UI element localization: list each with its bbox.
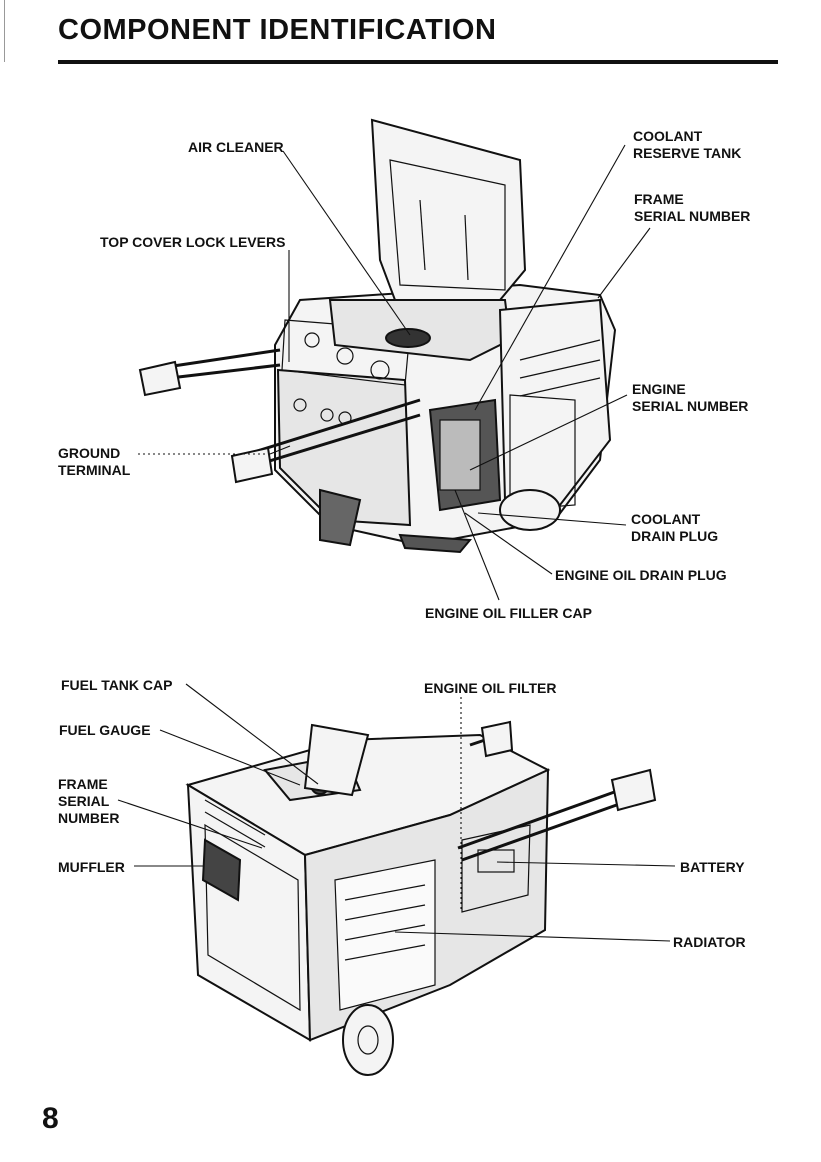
label-coolant-reserve-tank-line1: COOLANT [633,128,703,144]
label-frame-serial-number-line2: SERIAL NUMBER [634,208,751,224]
label-top-cover-lock-levers: TOP COVER LOCK LEVERS [100,234,286,250]
label-engine-serial-number-line1: ENGINE [632,381,686,397]
generator-top-view-drawing [138,118,617,554]
page-number: 8 [42,1102,59,1135]
label-engine-serial-number-line2: SERIAL NUMBER [632,398,749,414]
label-frame-serial-number-bottom-line1: FRAME [58,776,108,792]
label-ground-terminal-line1: GROUND [58,445,121,461]
margin-rule [4,0,5,62]
page-title: COMPONENT IDENTIFICATION [58,14,497,46]
label-coolant-drain-plug-line1: COOLANT [631,511,701,527]
label-air-cleaner: AIR CLEANER [188,139,284,155]
title-rule [58,60,778,64]
label-engine-oil-drain-plug: ENGINE OIL DRAIN PLUG [555,567,727,583]
label-radiator: RADIATOR [673,934,746,950]
label-muffler: MUFFLER [58,859,125,875]
label-battery: BATTERY [680,859,745,875]
label-fuel-gauge: FUEL GAUGE [59,722,151,738]
label-frame-serial-number-bottom-line3: NUMBER [58,810,120,826]
label-coolant-reserve-tank-line2: RESERVE TANK [633,145,742,161]
label-frame-serial-number-bottom-line2: SERIAL [58,793,110,809]
label-engine-oil-filler-cap: ENGINE OIL FILLER CAP [425,605,592,621]
label-fuel-tank-cap: FUEL TANK CAP [61,677,173,693]
label-engine-oil-filter: ENGINE OIL FILTER [424,680,557,696]
label-ground-terminal-line2: TERMINAL [58,462,131,478]
bottom-figure-leader-lines [117,683,676,942]
generator-rear-view-drawing [185,720,657,1076]
label-frame-serial-number-line1: FRAME [634,191,684,207]
label-coolant-drain-plug-line2: DRAIN PLUG [631,528,719,544]
top-figure-leader-lines [138,144,651,601]
